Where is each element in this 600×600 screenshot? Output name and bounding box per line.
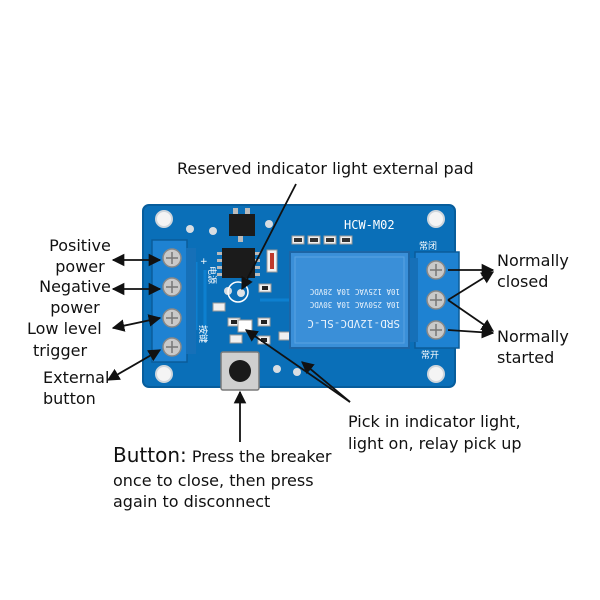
label-external-button-1: External: [43, 368, 110, 387]
mounting-hole: [155, 210, 173, 228]
label-reserved-pad: Reserved indicator light external pad: [177, 159, 474, 178]
reserved-led-pad: [227, 281, 249, 303]
label-positive-power-2: power: [55, 257, 105, 276]
label-button-line1-rest: Press the breaker: [186, 447, 332, 466]
board-model-text: HCW-M02: [344, 218, 395, 232]
arrow-normally-closed-2: [447, 271, 495, 301]
label-normally-started-2: started: [497, 348, 555, 367]
label-low-level-1: Low level: [27, 319, 102, 338]
label-negative-power-1: Negative: [39, 277, 111, 296]
arrow-reserved-pad: [241, 183, 297, 291]
input-terminal-block: [151, 239, 196, 363]
label-pick-indicator-1: Pick in indicator light,: [348, 412, 521, 431]
label-button-title: Button:: [113, 443, 187, 467]
label-button-line2: once to close, then press: [113, 471, 314, 490]
label-normally-started-1: Normally: [497, 327, 569, 346]
label-negative-power-2: power: [50, 298, 100, 317]
arrow-pick-indicator: [244, 329, 351, 403]
relay-rating-1: 10A 250VAC 10A 30VDC: [310, 300, 400, 309]
silk-nc: 常闭: [419, 240, 437, 252]
label-external-button-2: button: [43, 389, 96, 408]
mounting-hole: [155, 365, 173, 383]
label-normally-closed-1: Normally: [497, 251, 569, 270]
label-normally-closed-2: closed: [497, 272, 549, 291]
label-pick-indicator-2: light on, relay pick up: [348, 434, 522, 453]
arrow-external-button: [106, 349, 162, 381]
mounting-hole: [427, 365, 445, 383]
relay: [289, 251, 410, 349]
mounting-hole: [427, 210, 445, 228]
chip-top: [229, 208, 255, 242]
silk-plus: +: [200, 257, 208, 267]
label-positive-power-1: Positive: [49, 236, 111, 255]
label-button-line3: again to disconnect: [113, 492, 271, 511]
relay-model: SRD-12VDC-SL-C: [307, 317, 400, 330]
chip-main: [217, 248, 260, 278]
push-button[interactable]: [220, 351, 260, 391]
label-low-level-2: trigger: [33, 341, 88, 360]
output-terminal-block: [410, 251, 460, 349]
pick-indicator-led: [237, 319, 253, 333]
silk-trigger: 按键: [197, 325, 209, 343]
arrow-normally-started-1: [447, 299, 495, 332]
arrow-low-level-trigger: [111, 314, 162, 332]
label-button-line1: Button: Press the breaker: [113, 445, 332, 467]
arrow-normally-started-2: [447, 325, 495, 339]
annotation-arrows: [106, 183, 495, 442]
silk-power: 电源: [206, 266, 218, 284]
arrow-pick-indicator-2: [301, 361, 351, 403]
relay-rating-2: 10A 125VAC 10A 28VDC: [310, 287, 400, 296]
silk-no: 常开: [421, 349, 439, 361]
